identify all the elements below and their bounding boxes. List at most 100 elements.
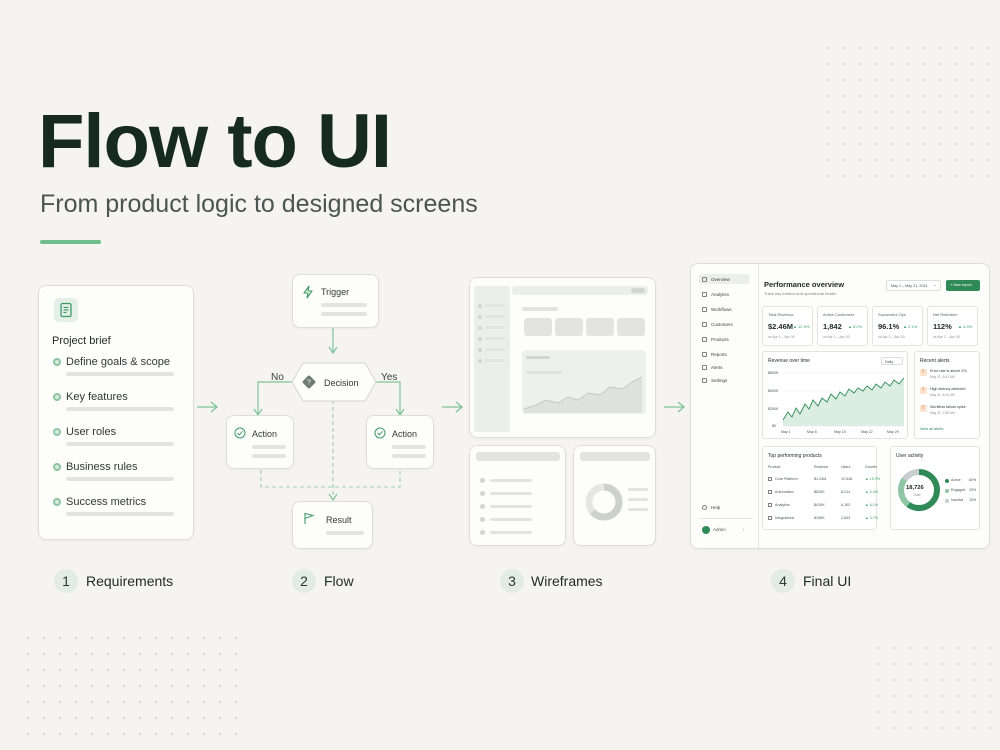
activity-donut-chart — [898, 469, 940, 511]
warning-icon — [920, 405, 927, 412]
wf-side-item — [485, 348, 505, 351]
wf-side-item — [478, 337, 482, 341]
kpi-value: 112% — [933, 322, 952, 331]
wireframe-list — [469, 445, 566, 546]
table-row[interactable]: Automation $620K 8,214 ▲ 9.4% — [763, 487, 878, 500]
flow-node-action-right: Action — [366, 415, 434, 469]
column-header: Product — [768, 465, 781, 469]
arrow-right-icon — [664, 401, 686, 413]
wf-row — [490, 531, 532, 534]
nav-help[interactable]: Help — [699, 502, 749, 512]
table-row[interactable]: Analytics $410K 6,102 ▲ 6.1% — [763, 500, 878, 513]
wf-row-dot — [480, 478, 485, 483]
y-tick: $600K — [768, 371, 779, 375]
legend-label: Inactive — [951, 498, 964, 502]
alert-text[interactable]: Workflow failure spike — [930, 405, 966, 409]
x-tick: May 1 — [781, 430, 791, 434]
nav-label: Workflows — [711, 306, 732, 312]
wireframe-dashboard — [469, 277, 656, 438]
alert-text[interactable]: High latency detected — [930, 387, 966, 391]
nav-products[interactable]: Products — [699, 334, 749, 344]
kpi-delta: ▲ 8.2% — [848, 324, 863, 329]
check-circle-icon — [234, 427, 246, 439]
step-label-wireframes: Wireframes — [531, 573, 603, 589]
kpi-delta: ▲ 4.3% — [958, 324, 973, 329]
wf-row — [490, 518, 532, 521]
wf-kpi — [555, 318, 583, 336]
bullet-icon — [53, 463, 61, 471]
legend-swatch-inactive — [945, 499, 949, 503]
nav-overview[interactable]: Overview — [699, 274, 749, 284]
avatar[interactable] — [702, 526, 710, 534]
page-subtitle: From product logic to designed screens — [40, 190, 478, 218]
report-icon — [702, 351, 707, 357]
nav-analytics[interactable]: Analytics — [699, 289, 749, 299]
granularity-select[interactable]: Daily — [881, 357, 903, 365]
wf-row-dot — [480, 517, 485, 522]
dot-grid-bottom-right — [870, 640, 1000, 740]
user-activity-panel: User activity 18,726 Total Active 60% En… — [890, 446, 980, 530]
wf-legend — [628, 508, 648, 511]
brief-item-metrics: Success metrics — [66, 496, 147, 508]
step-label-final-ui: Final UI — [803, 573, 852, 589]
new-report-button[interactable]: + New report — [946, 280, 980, 291]
nav-reports[interactable]: Reports — [699, 349, 749, 359]
alert-time: May 31, 7:58 AM — [930, 411, 955, 415]
view-all-alerts-link[interactable]: View all alerts — [920, 427, 944, 431]
date-range-picker[interactable]: May 1 – May 31, 2024 ▫ — [886, 280, 941, 291]
wf-row-dot — [480, 491, 485, 496]
document-icon — [54, 298, 78, 322]
table-row[interactable]: Core Platform $1.24M 12,546 ▲ 15.3% — [763, 474, 880, 487]
warning-icon — [920, 387, 927, 394]
arrow-right-icon — [442, 401, 464, 413]
nav-label: Help — [711, 504, 721, 510]
bell-icon — [702, 364, 707, 370]
alert-time: May 31, 8:41 AM — [930, 375, 955, 379]
nav-alerts[interactable]: Alerts — [699, 362, 749, 372]
product-growth: ▲ 6.1% — [865, 503, 879, 507]
kpi-label: Successful Ops — [878, 312, 906, 317]
dot-grid-top-right — [820, 40, 1000, 180]
placeholder-line — [252, 454, 286, 458]
product-growth: ▲ 9.4% — [865, 490, 879, 494]
x-tick: May 22 — [861, 430, 873, 434]
nav-customers[interactable]: Customers — [699, 319, 749, 329]
kpi-card-retention: Net Retention 112% ▲ 4.3% vs Apr 1 – Apr… — [927, 306, 978, 346]
legend-value: 60% — [969, 478, 977, 482]
wf-side-item — [478, 348, 482, 352]
placeholder-line — [66, 512, 174, 516]
wf-side-item — [478, 326, 482, 330]
brief-item-features: Key features — [66, 391, 128, 403]
placeholder-line — [321, 312, 367, 316]
nav-workflows[interactable]: Workflows — [699, 304, 749, 314]
placeholder-line — [66, 442, 174, 446]
wf-list-header — [476, 452, 560, 461]
wf-area-sparkline — [524, 376, 643, 413]
users-icon — [702, 321, 707, 327]
products-title: Top performing products — [768, 453, 822, 459]
gear-icon — [702, 377, 707, 383]
dot-grid-bottom-left — [20, 630, 250, 740]
placeholder-line — [252, 445, 286, 449]
product-revenue: $1.24M — [814, 477, 827, 481]
alert-text[interactable]: Error rate is above 2% — [930, 369, 967, 373]
wf-kpi — [617, 318, 645, 336]
revenue-chart-panel: Revenue over time Daily $600K $400K $200… — [762, 351, 908, 439]
user-name: Admin — [713, 527, 726, 532]
column-header: Revenue — [814, 465, 829, 469]
trigger-label: Trigger — [321, 287, 350, 297]
wf-side-item — [485, 337, 505, 340]
nav-label: Analytics — [711, 291, 730, 297]
table-row[interactable]: Integrations $190K 2,843 ▲ 3.7% — [763, 513, 878, 526]
kpi-sub: vs Apr 1 – Apr 30 — [878, 335, 905, 339]
product-name: Integrations — [775, 516, 795, 520]
wf-side-item — [478, 359, 482, 363]
nav-label: Alerts — [711, 364, 723, 370]
y-tick: $400K — [768, 389, 779, 393]
chevron-right-icon[interactable]: › — [743, 527, 745, 532]
x-tick: May 29 — [887, 430, 899, 434]
flag-icon — [304, 512, 315, 524]
nav-settings[interactable]: Settings — [699, 375, 749, 385]
project-brief-title: Project brief — [52, 335, 111, 347]
activity-title: User activity — [896, 453, 924, 459]
